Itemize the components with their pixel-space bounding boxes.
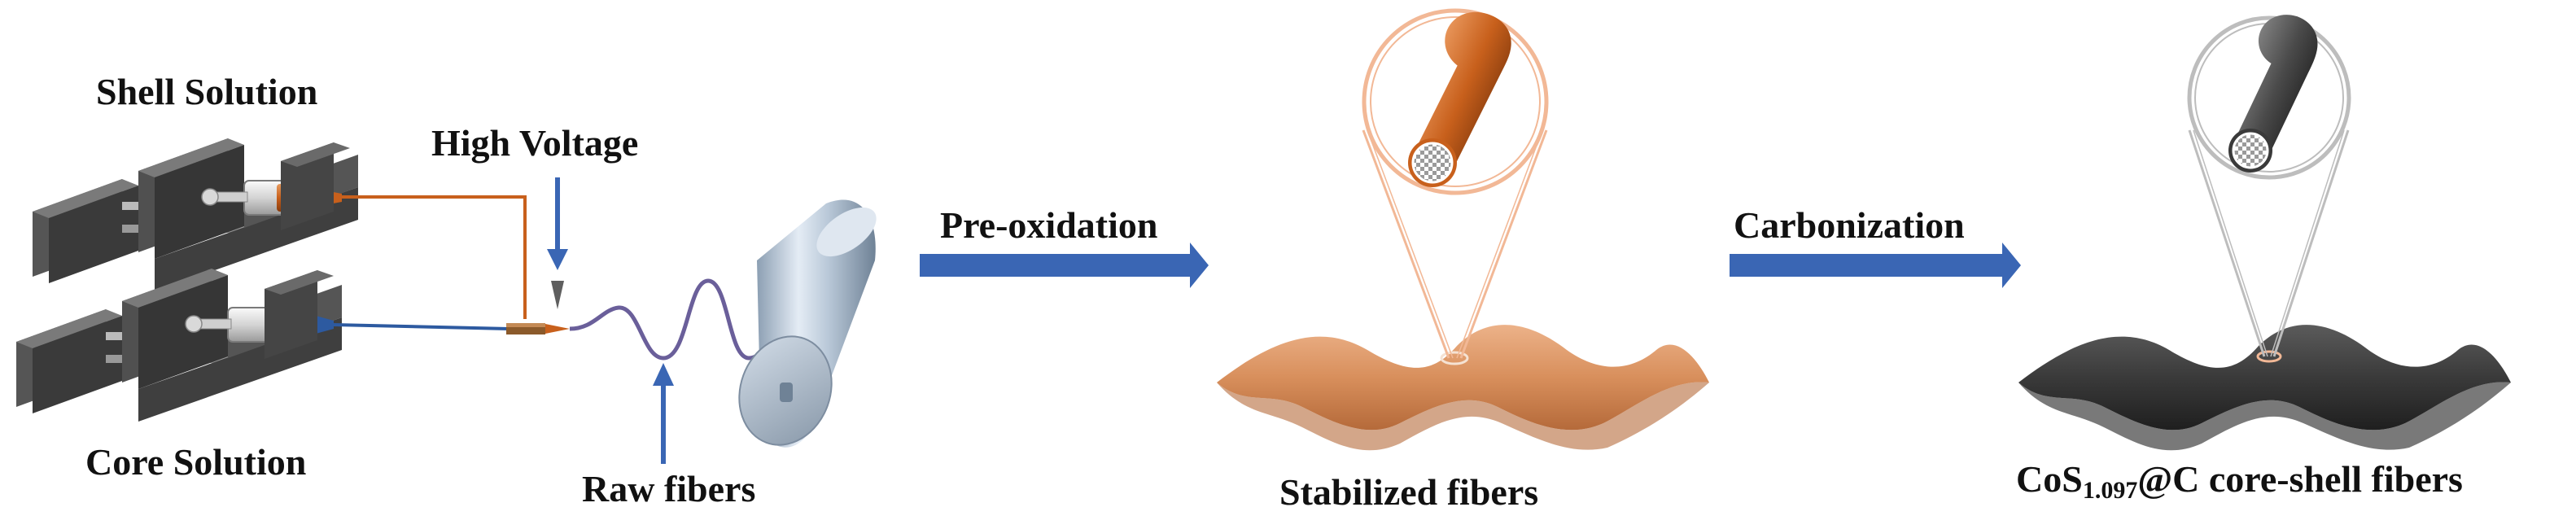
rotating-drum-collector [738, 199, 877, 448]
whipping-fiber-jet [569, 278, 794, 361]
high-voltage-arrow [547, 177, 568, 309]
coaxial-spinneret [506, 323, 570, 334]
product-label: CoS1.097@C core-shell fibers [2016, 461, 2463, 503]
product-formula-suffix: @C core-shell fibers [2137, 458, 2463, 500]
pre-oxidation-arrow [920, 243, 1209, 288]
shell-syringe-pump [33, 138, 358, 291]
carbon-fiber-mat [2018, 325, 2511, 451]
high-voltage-label: High Voltage [431, 122, 639, 164]
shell-feed-line [342, 195, 527, 319]
raw-fibers-label: Raw fibers [582, 468, 756, 509]
carbonization-label: Carbonization [1734, 204, 1965, 246]
core-syringe-pump [16, 269, 342, 422]
raw-fibers-arrow [653, 363, 674, 464]
carbon-zoom-callout [2187, 15, 2351, 357]
stabilized-zoom-callout [1362, 8, 1549, 359]
stabilized-fibers-label: Stabilized fibers [1279, 471, 1539, 513]
stabilized-fiber-mat [1217, 325, 1709, 451]
core-solution-label: Core Solution [85, 441, 307, 483]
shell-solution-label: Shell Solution [96, 71, 318, 112]
pre-oxidation-label: Pre-oxidation [940, 204, 1158, 246]
core-feed-line [333, 323, 510, 330]
carbonization-arrow [1730, 243, 2021, 288]
product-formula-subscript: 1.097 [2082, 477, 2138, 504]
product-formula-prefix: CoS [2016, 458, 2083, 500]
